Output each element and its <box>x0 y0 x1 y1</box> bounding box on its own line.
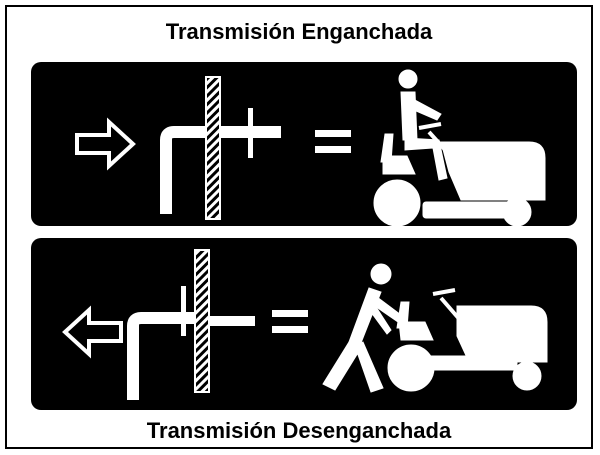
engaged-panel <box>31 62 577 227</box>
disengaged-panel <box>31 238 577 410</box>
disengaged-symbols <box>62 249 548 400</box>
equals-icon <box>315 130 351 153</box>
engaged-title: Transmisión Enganchada <box>165 19 433 44</box>
lever-engaged-icon <box>160 76 281 220</box>
lever-disengaged-icon <box>127 249 255 400</box>
equals-icon <box>272 310 308 333</box>
arrow-left-icon <box>62 305 123 359</box>
person-pushing-tractor-icon <box>322 263 548 393</box>
disengaged-title: Transmisión Desenganchada <box>146 418 452 443</box>
rider-driving-tractor-icon <box>373 69 546 227</box>
engaged-symbols <box>75 69 546 227</box>
arrow-right-icon <box>75 117 136 171</box>
decal-frame: Transmisión Enganchada <box>5 5 593 449</box>
